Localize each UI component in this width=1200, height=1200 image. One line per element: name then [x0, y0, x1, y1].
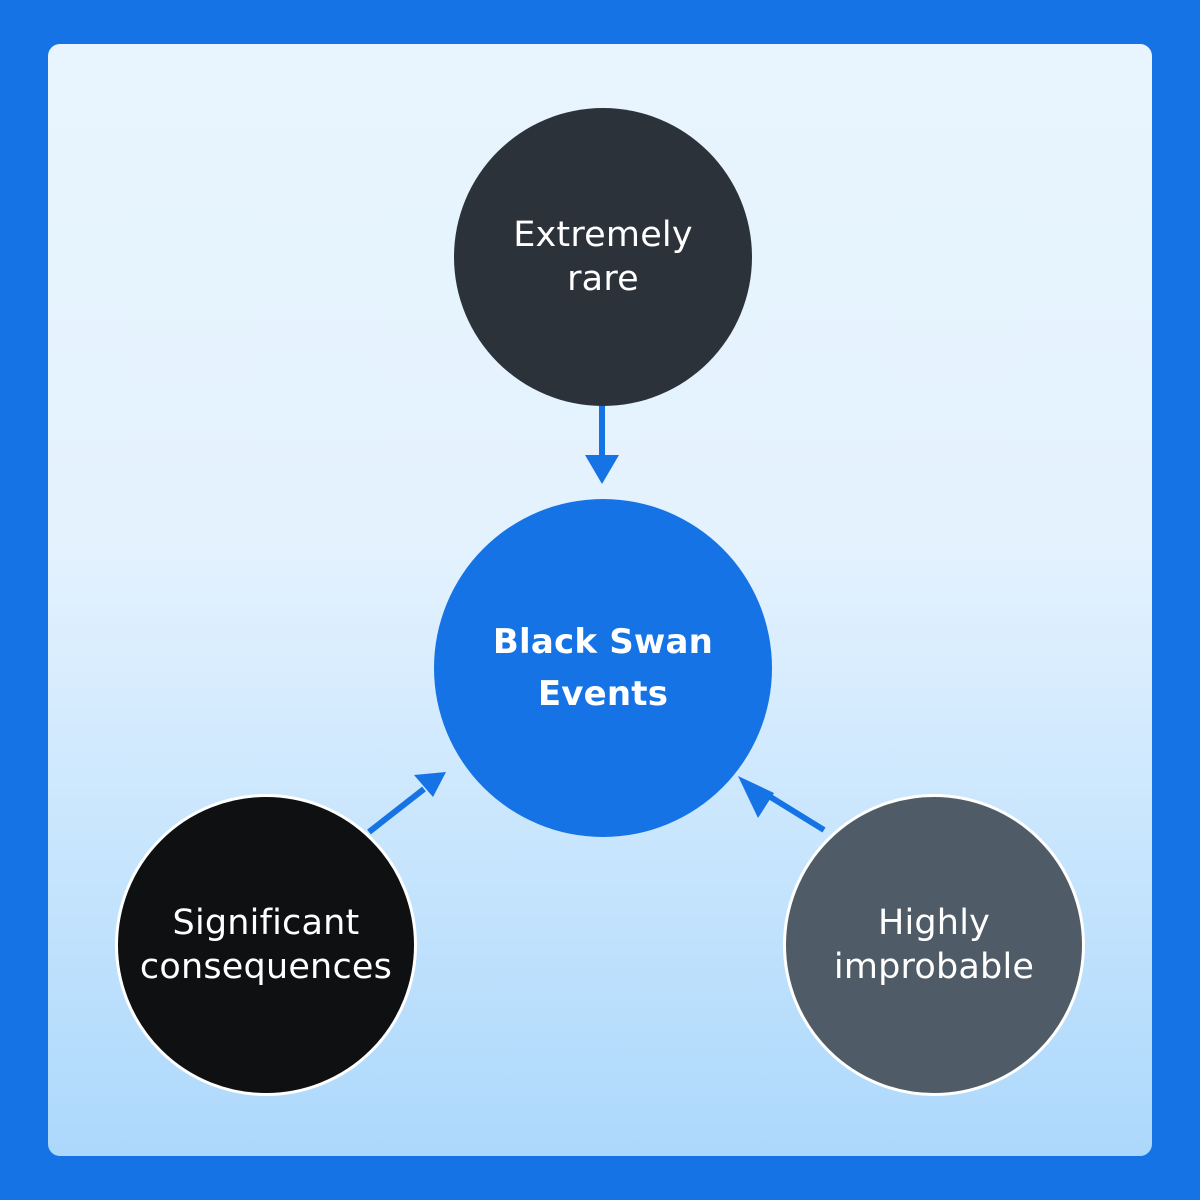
node-highly-improbable: Highly improbable: [783, 794, 1085, 1096]
arrow-right-head: [738, 776, 774, 818]
node-right-label: Highly improbable: [833, 903, 1035, 987]
arrow-left-head: [414, 772, 446, 797]
node-extremely-rare: Extremely rare: [454, 108, 752, 406]
node-top-label: Extremely rare: [513, 215, 693, 299]
arrow-left-to-center: [367, 772, 446, 835]
arrow-right-shaft: [762, 790, 826, 833]
arrow-right-to-center: [738, 776, 826, 833]
node-center-label: Black Swan Events: [492, 622, 714, 714]
arrow-top-head: [585, 455, 619, 484]
arrow-left-shaft: [367, 786, 426, 835]
node-left-label: Significant consequences: [139, 903, 393, 987]
node-significant-consequences: Significant consequences: [115, 794, 417, 1096]
node-black-swan-events: Black Swan Events: [434, 499, 772, 837]
arrow-top-to-center: [585, 404, 619, 484]
